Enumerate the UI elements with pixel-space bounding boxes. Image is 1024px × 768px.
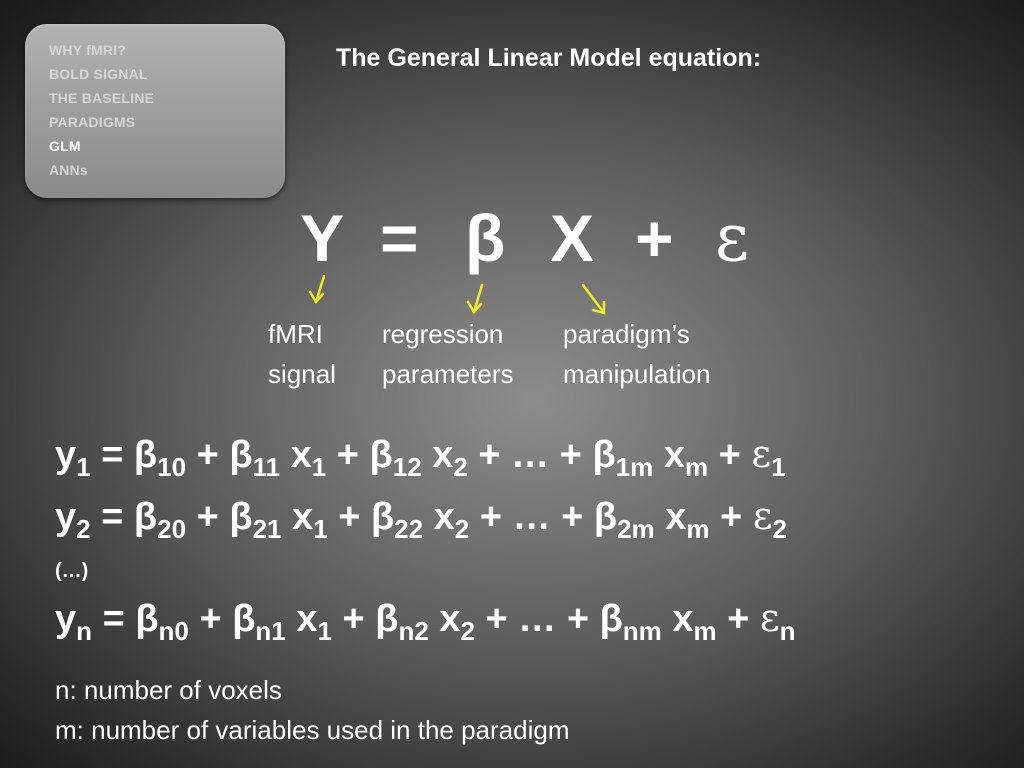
equation-line-n: yn = βn0 + βn1 x1 + βn2 x2 + … + βnm xm … xyxy=(55,596,796,647)
nav-item-why-fmri[interactable]: WHY fMRI? xyxy=(49,42,126,58)
nav-item-bold-signal[interactable]: BOLD SIGNAL xyxy=(49,66,148,82)
main-eq-x: X xyxy=(550,201,595,275)
nav-item-glm[interactable]: GLM xyxy=(49,138,81,154)
main-eq-beta: β xyxy=(465,201,506,275)
main-eq-plus: + xyxy=(635,201,674,275)
label-regression-parameters: regression parameters xyxy=(382,319,514,389)
equation-ellipsis: (…) xyxy=(55,560,89,582)
arrow-to-fmri-icon xyxy=(308,274,326,305)
slide-title: The General Linear Model equation: xyxy=(336,44,762,72)
section-navigation-box: WHY fMRI? BOLD SIGNAL THE BASELINE PARAD… xyxy=(25,24,285,198)
note-m-variables: m: number of variables used in the parad… xyxy=(55,715,570,745)
equation-line-2: y2 = β20 + β21 x1 + β22 x2 + … + β2m xm … xyxy=(55,494,787,545)
note-n-voxels: n: number of voxels xyxy=(55,675,282,705)
arrow-to-regression-icon xyxy=(466,283,484,315)
nav-item-paradigms[interactable]: PARADIGMS xyxy=(49,114,136,130)
main-eq-equals: = xyxy=(380,201,419,275)
equation-line-1: y1 = β10 + β11 x1 + β12 x2 + … + β1m xm … xyxy=(55,432,786,483)
label-fmri-signal: fMRI signal xyxy=(268,319,336,389)
nav-item-the-baseline[interactable]: THE BASELINE xyxy=(49,90,155,106)
arrow-to-paradigm-icon xyxy=(581,283,606,315)
nav-item-anns[interactable]: ANNs xyxy=(49,162,88,178)
main-eq-epsilon: ε xyxy=(715,199,750,276)
label-paradigm-manipulation: paradigm’s manipulation xyxy=(563,319,711,389)
main-eq-y: Y xyxy=(300,201,345,275)
